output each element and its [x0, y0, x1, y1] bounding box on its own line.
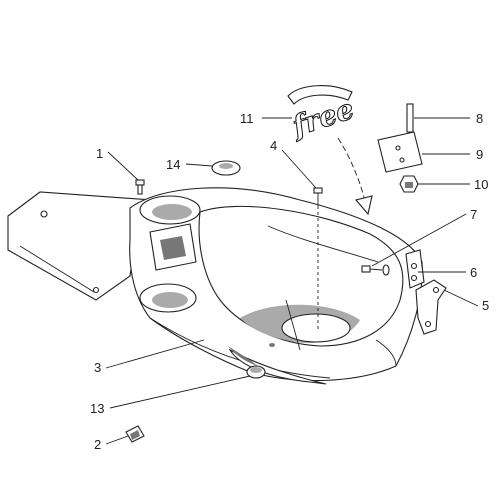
callout-label-7: 7 — [470, 207, 477, 222]
screw-6-head — [361, 265, 371, 273]
plate-hole — [395, 145, 401, 151]
bracket-hole — [432, 286, 440, 294]
screw-6-shank — [369, 268, 383, 271]
callout-label-14: 14 — [166, 157, 180, 172]
plate-9 — [377, 131, 423, 173]
tub-skirt — [228, 348, 327, 385]
bracket-5-body — [415, 279, 447, 335]
tub-opening — [198, 205, 404, 347]
grommet-14 — [211, 160, 241, 176]
nut-10-shade — [405, 182, 413, 188]
leader-5 — [443, 289, 479, 307]
emblem-arrowhead — [355, 195, 373, 216]
emblem-swoosh — [287, 85, 353, 105]
bracket-hole — [424, 320, 432, 328]
callout-label-10: 10 — [474, 177, 488, 192]
callout-labels: 1 2 3 4 5 6 7 8 9 10 11 13 14 — [90, 111, 489, 452]
callout-label-5: 5 — [482, 298, 489, 313]
bracket-5 — [415, 279, 447, 335]
leader-7 — [371, 213, 467, 267]
screw-6 — [361, 265, 383, 273]
plate-hole — [399, 157, 405, 163]
screw-1-shank — [137, 184, 143, 195]
callout-label-4: 4 — [270, 138, 277, 153]
pin-8 — [406, 103, 414, 133]
cap-13-target — [269, 343, 275, 347]
callout-label-2: 2 — [94, 437, 101, 452]
callout-label-13: 13 — [90, 401, 104, 416]
tub-crease — [267, 225, 379, 351]
tray-hole — [40, 210, 48, 218]
callout-label-1: 1 — [96, 146, 103, 161]
leader-lines — [105, 117, 479, 445]
screw-4-head — [313, 187, 323, 194]
pin-8-body — [406, 103, 414, 133]
cup-holder-rear-inner — [152, 204, 192, 220]
plate-9-body — [377, 131, 423, 173]
emblem-11: free — [286, 85, 373, 216]
grommet-14-hole — [219, 163, 233, 169]
emblem-arrow — [337, 137, 367, 207]
mount-hole — [410, 262, 418, 270]
side-mount-tab — [405, 249, 425, 289]
tray-hole — [92, 286, 100, 294]
screw-4 — [313, 187, 323, 330]
cap-13-top — [250, 367, 262, 373]
callout-label-9: 9 — [476, 147, 483, 162]
washer-7 — [382, 264, 390, 276]
leader-14 — [185, 163, 213, 167]
clip-2 — [125, 425, 145, 443]
cup-holder-front-inner — [152, 292, 188, 308]
callout-label-6: 6 — [470, 265, 477, 280]
screw-1 — [135, 179, 145, 195]
helmet-compartment — [7, 187, 425, 385]
washer-7-ring — [382, 264, 390, 276]
callout-label-11: 11 — [240, 111, 254, 126]
leader-4 — [281, 149, 317, 189]
tub-front-lip — [149, 317, 397, 379]
callout-label-3: 3 — [94, 360, 101, 375]
screw-1-head — [135, 179, 145, 186]
tub-shade-left — [228, 346, 258, 366]
mount-hole — [410, 274, 418, 282]
cap-13 — [246, 343, 275, 379]
callout-label-8: 8 — [476, 111, 483, 126]
tail-tray-edge — [7, 216, 95, 293]
nut-10 — [399, 175, 419, 193]
leader-1 — [107, 151, 139, 181]
tub-drain — [281, 313, 351, 343]
leader-2 — [105, 435, 129, 445]
clip-2-shade — [130, 430, 140, 440]
leader-13 — [109, 375, 251, 409]
latch-recess — [160, 236, 186, 260]
leader-3 — [105, 339, 205, 369]
